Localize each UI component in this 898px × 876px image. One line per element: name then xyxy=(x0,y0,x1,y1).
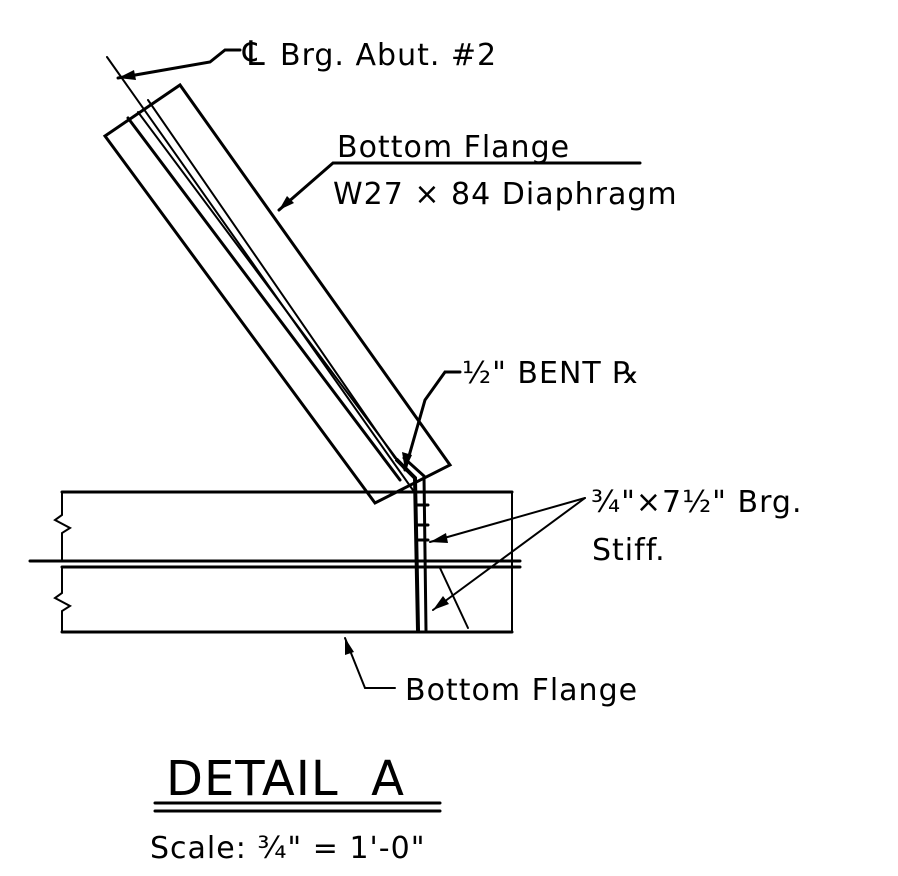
bottom-flange-leader-arrow xyxy=(345,638,354,655)
diaphragm-web-line xyxy=(126,116,402,482)
cl-symbol: ℄ xyxy=(242,34,266,74)
bent-plate-inner xyxy=(402,456,428,632)
bottom-flange-leader xyxy=(344,637,396,689)
girder-break-bottom xyxy=(53,566,72,633)
stiffener-label-1: ¾"×7½" Brg. xyxy=(591,485,802,520)
stiffener-leader-1 xyxy=(429,497,586,543)
diaphragm-leader-arrow xyxy=(279,196,294,210)
cl-leader xyxy=(116,48,242,80)
bent-plate-leader xyxy=(403,370,462,472)
diaphragm-leader xyxy=(277,161,642,212)
scale-label: Scale: ¾" = 1'-0" xyxy=(150,831,426,866)
girder-break-top xyxy=(53,491,72,562)
stiffener-leader-2 xyxy=(432,497,586,611)
diaphragm-flange-line xyxy=(137,111,406,471)
diagonal-hatch xyxy=(439,567,469,629)
detail-title: DETAIL A xyxy=(166,751,405,807)
diaphragm-outline xyxy=(102,82,453,505)
stiffener-leader-arrow-2 xyxy=(433,596,449,610)
bent-plate xyxy=(395,458,420,632)
top-flange-label-2: W27 × 84 Diaphragm xyxy=(333,177,678,212)
bent-plate-label: ½" BENT ℞ xyxy=(462,356,640,391)
brg-abut-label: Brg. Abut. #2 xyxy=(280,38,497,73)
bent-plate-leader-arrow xyxy=(402,452,412,470)
top-flange-label-1: Bottom Flange xyxy=(337,130,570,165)
bottom-flange-label: Bottom Flange xyxy=(405,673,638,708)
stiffener-label-2: Stiff. xyxy=(592,533,666,568)
centerline-bearing xyxy=(106,56,416,494)
diaphragm-inner-line xyxy=(147,99,396,459)
stiffener-leader-arrow-1 xyxy=(430,533,448,543)
cl-leader-arrow xyxy=(118,70,136,80)
